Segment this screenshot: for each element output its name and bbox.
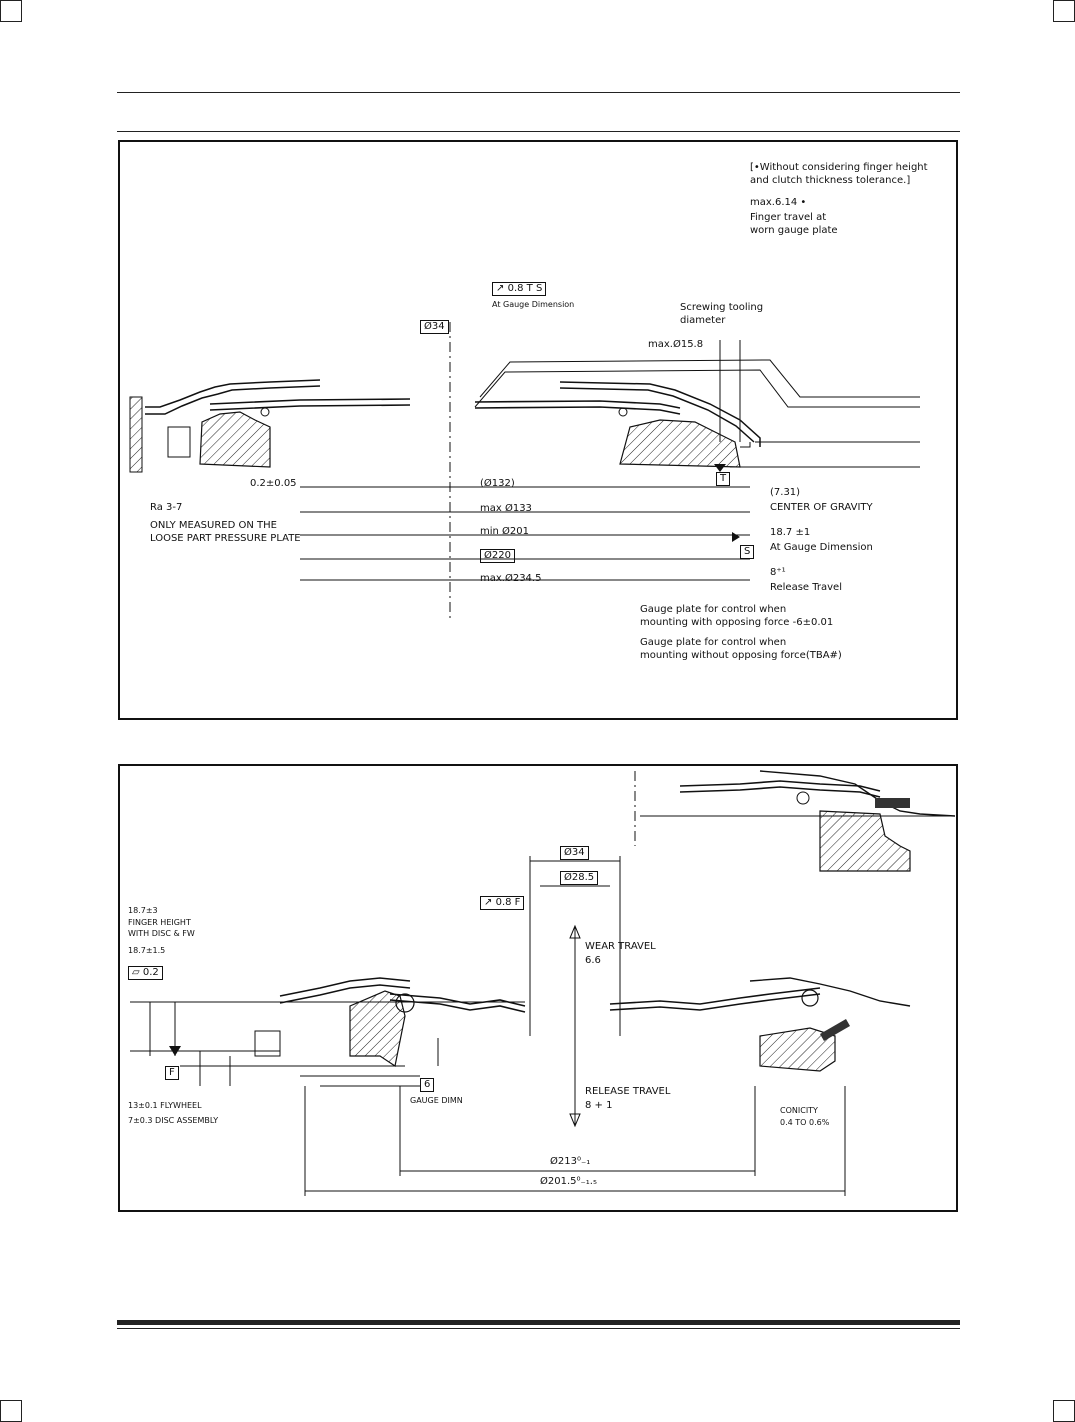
crop-mark-bottom-right [1053, 1400, 1075, 1422]
disc-assembly-dimension: 7±0.3 DISC ASSEMBLY [128, 1116, 219, 1125]
dia-34-box-bottom: Ø34 [560, 846, 589, 860]
release-travel-value: 8⁺¹ [770, 567, 786, 578]
footer-rule-thin [117, 1328, 960, 1329]
crop-mark-bottom-left [0, 1400, 22, 1422]
flywheel-dimension: 13±0.1 FLYWHEEL [128, 1101, 202, 1110]
dia-max-133: max Ø133 [480, 503, 532, 514]
gauge-plate-opposing-line2: mounting with opposing force -6±0.01 [640, 617, 834, 628]
height-18-7-tolerance: 18.7±1.5 [128, 946, 166, 955]
footer-rule-thick [117, 1320, 960, 1325]
finger-height-value: 18.7±3 [128, 906, 158, 915]
cog-value: (7.31) [770, 487, 801, 498]
dia-213-tolerance: Ø213⁰₋₁ [550, 1156, 591, 1167]
dia-min-201: min Ø201 [480, 526, 529, 537]
screwing-tooling-line2: diameter [680, 315, 726, 326]
runout-ref-bottom: F [514, 897, 521, 908]
without-considering-note-line1: [•Without considering finger height [750, 162, 928, 173]
parallelism-icon: ▱ [132, 967, 140, 978]
dia-201-5-tolerance: Ø201.5⁰₋₁.₅ [540, 1176, 597, 1187]
bottom-drawing-geometry [130, 770, 956, 1196]
wear-travel-value: 6.6 [585, 955, 601, 966]
gauge-plate-opposing-line1: Gauge plate for control when [640, 604, 787, 615]
finger-height-label-line2: WITH DISC & FW [128, 929, 195, 938]
header-rule-bottom [117, 131, 960, 132]
release-travel-value-bottom: 8 + 1 [585, 1100, 613, 1111]
runout-ref-t: T [526, 283, 533, 294]
conicity-label: CONICITY [780, 1106, 818, 1115]
bottom-drawing-panel: ▱ 0.2 18.7±3 FINGER HEIGHT WITH DISC & F… [118, 764, 958, 1212]
gauge-plate-no-opposing-line1: Gauge plate for control when [640, 637, 787, 648]
wear-travel-label: WEAR TRAVEL [585, 941, 656, 952]
measure-note-line1: ONLY MEASURED ON THE [150, 520, 277, 531]
runout-ref-s: S [535, 283, 543, 294]
max-dia-15-8: max.Ø15.8 [648, 339, 704, 350]
parallelism-value: 0.2 [142, 967, 159, 978]
cog-label: CENTER OF GRAVITY [770, 502, 873, 513]
without-considering-note-line2: and clutch thickness tolerance.] [750, 175, 911, 186]
roughness-symbol: Ra 3-7 [150, 502, 183, 513]
parallelism-frame: ▱ 0.2 [128, 966, 163, 980]
flatness-tolerance: 0.2±0.05 [250, 478, 297, 489]
finger-travel-line2: worn gauge plate [750, 225, 838, 236]
screwing-tooling-line1: Screwing tooling [680, 302, 764, 313]
gauge-dimension-label: At Gauge Dimension [770, 542, 873, 553]
runout-arrow-icon-bottom: ↗ [484, 897, 493, 908]
header-rule-top [117, 92, 960, 93]
runout-arrow-icon: ↗ [496, 283, 505, 294]
dia-34-box: Ø34 [420, 320, 449, 334]
top-drawing-geometry [129, 322, 920, 622]
datum-t-box: T [716, 472, 731, 486]
at-gauge-dimension-small: At Gauge Dimension [492, 300, 575, 309]
finger-height-label-line1: FINGER HEIGHT [128, 918, 191, 927]
dia-220-box: Ø220 [480, 549, 515, 563]
datum-f-box: F [165, 1066, 179, 1080]
finger-travel-line1: Finger travel at [750, 212, 827, 223]
finger-travel-max: max.6.14 • [750, 197, 807, 208]
gauge-dimn-label: GAUGE DIMN [410, 1096, 463, 1105]
runout-frame-bottom: ↗ 0.8 F [480, 896, 525, 910]
dia-132-ref: (Ø132) [480, 478, 515, 489]
release-travel-label: Release Travel [770, 582, 842, 593]
crop-mark-top-left [0, 0, 22, 22]
runout-value-bottom: 0.8 [495, 897, 512, 908]
conicity-value: 0.4 TO 0.6% [780, 1118, 830, 1127]
gauge-dimn-value-box: 6 [420, 1078, 435, 1092]
dia-28-5-box: Ø28.5 [560, 871, 599, 885]
datum-s-box: S [740, 545, 755, 559]
dia-max-234-5: max.Ø234.5 [480, 573, 542, 584]
runout-value: 0.8 [507, 283, 524, 294]
runout-frame: ↗ 0.8 T S [492, 282, 547, 296]
top-drawing-panel: Ra 3-7 ONLY MEASURED ON THE LOOSE PART P… [118, 140, 958, 720]
crop-mark-top-right [1053, 0, 1075, 22]
measure-note-line2: LOOSE PART PRESSURE PLATE [150, 533, 301, 544]
gauge-dimension-value: 18.7 ±1 [770, 527, 811, 538]
release-travel-label-bottom: RELEASE TRAVEL [585, 1086, 671, 1097]
gauge-plate-no-opposing-line2: mounting without opposing force(TBA#) [640, 650, 842, 661]
